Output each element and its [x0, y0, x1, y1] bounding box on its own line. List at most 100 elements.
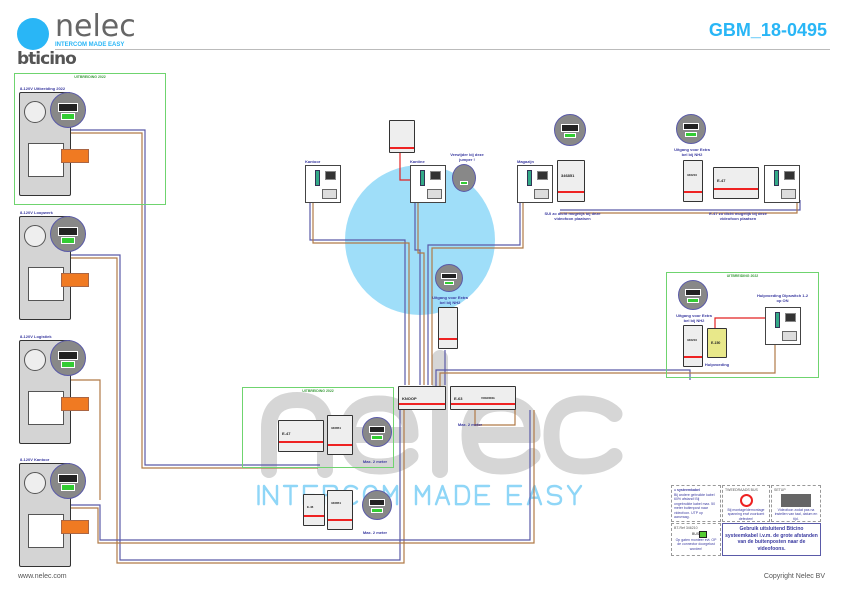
e47-module-label: E-47 — [717, 178, 726, 183]
relay-module — [438, 307, 458, 349]
legend-setup-title: SETUP — [774, 488, 786, 492]
max-distance-note: Max. 2 meter — [362, 459, 388, 464]
legend-bus-label: BUS — [692, 531, 700, 536]
sui-module-label: 346851 — [561, 173, 575, 178]
dip-switch-detail — [50, 340, 86, 376]
legend-bus: TWEEDRAADS BUS Bij montage/demontage span… — [722, 485, 770, 522]
video-monitor — [764, 165, 800, 203]
touch-hand-icon — [781, 493, 811, 507]
camera-icon — [24, 101, 46, 123]
watermark-letter — [543, 395, 623, 475]
aux-power-supply: E-150 — [707, 328, 727, 358]
footer-copyright: Copyright Nelec BV — [763, 573, 825, 580]
relay-connector — [61, 520, 89, 534]
bell-output-detail — [678, 280, 708, 310]
extension-box-aux: UITBREIDING 2022 — [666, 272, 819, 378]
brand-name: nelec — [55, 9, 136, 44]
watermark-letter — [461, 395, 541, 475]
max-distance-note: Max. 2 meter — [457, 422, 483, 427]
watermark-letter — [282, 484, 299, 506]
legend-bus-title: TWEEDRAADS BUS — [725, 488, 758, 492]
door-panel-label: 8-120V Kantoor — [20, 457, 50, 462]
door-panel-label: 8-120V Loopwerk — [20, 210, 53, 215]
monitor-label: Kantoor — [305, 159, 321, 164]
dip-switch-detail — [50, 216, 86, 252]
relay-connector — [61, 149, 89, 163]
bell-note: Uitgang voor Extra bel bij NH2 — [674, 147, 710, 157]
bus-wire — [62, 129, 320, 466]
relay-connector — [61, 273, 89, 287]
max-distance-note: Max. 2 meter — [362, 530, 388, 535]
bell-note: Uitgang voor Extra bel bij NH2 — [432, 295, 468, 305]
bus-wire — [62, 379, 101, 500]
relay-module-label: 346210 — [687, 338, 698, 342]
bticino-logo: bticino — [17, 49, 77, 69]
door-panel-label: 8-120V Logistiek — [20, 334, 52, 339]
bus-wire — [560, 200, 801, 211]
knoop-module: KNOOP — [398, 386, 446, 410]
bus-wire — [62, 410, 531, 541]
extension-box-central: UITBREIDING 2022 — [242, 387, 394, 468]
sui-module-label: 346851 — [331, 426, 342, 430]
monitor-label: Magazijn — [517, 159, 534, 164]
sui-module: 346851 — [557, 160, 585, 202]
relay-connector — [61, 397, 89, 411]
bus-wire — [62, 410, 535, 544]
sui-module-label: 346851 — [331, 501, 342, 505]
watermark-letter — [414, 484, 431, 506]
e47-module: E-47 — [713, 167, 759, 199]
extension-box-title: UITBREIDING 2022 — [74, 75, 106, 79]
extension-box-door: UITBREIDING 2022 — [14, 73, 166, 205]
e47-module-label: E-47 — [282, 431, 291, 436]
nelec-logo-icon — [17, 18, 49, 50]
power-supply-module — [389, 120, 415, 153]
bus-wire — [427, 200, 521, 385]
extension-box-title: UITBREIDING 2022 — [302, 389, 334, 393]
monitor-label: Kantine — [410, 159, 425, 164]
e150-module-label: E-150 — [711, 341, 721, 345]
bus-connector-icon — [699, 530, 708, 538]
bus-wire — [474, 410, 516, 426]
sui-detail — [362, 490, 392, 520]
legend-setup: SETUP Videofoon zodat pas na instellen va… — [771, 485, 821, 522]
legend-setup-text: Videofoon zodat pas na instellen van taa… — [774, 507, 818, 521]
no-tools-icon — [739, 493, 753, 507]
e46-module-label: E-46 — [307, 505, 314, 509]
knoop-module-label: KNOOP — [402, 396, 417, 401]
power-wire — [714, 317, 780, 330]
e47-note: E-47 zo dicht mogelijk bij deze videofoo… — [709, 211, 767, 221]
sui-note: SUI zo dicht mogelijk bij deze videofoon… — [544, 211, 601, 221]
bell-output-detail — [676, 114, 706, 144]
watermark-letter — [546, 484, 563, 506]
video-monitor — [305, 165, 341, 203]
bus-wire — [312, 200, 410, 385]
panel-frame — [28, 267, 64, 301]
e47-module: E-47 — [278, 420, 324, 452]
camera-icon — [24, 472, 46, 494]
sui-detail — [554, 114, 586, 146]
dip-switch-detail — [50, 92, 86, 128]
legend-mount-text: Op gaten monteer evt. OP de connector do… — [675, 537, 717, 551]
relay-module-label: 346210 — [687, 173, 698, 177]
header-rule — [55, 49, 830, 50]
video-monitor — [517, 165, 553, 203]
legend-bus-text: Bij montage/demontage spanning eraf voor… — [727, 507, 765, 521]
footer-website[interactable]: www.nelec.com — [18, 573, 67, 580]
bus-wire — [431, 200, 524, 385]
e63-module-label: E-63 — [454, 396, 463, 401]
watermark-letter — [434, 484, 451, 506]
extension-box-title: UITBREIDING 2022 — [726, 274, 759, 278]
bus-wire — [62, 254, 401, 561]
brand-tagline: INTERCOM MADE EASY — [55, 42, 125, 48]
door-panel-label: 8-120V Uitbreiding 2022 — [20, 86, 66, 91]
camera-icon — [24, 225, 46, 247]
bus-wire — [62, 257, 405, 564]
legend-cable-title: = systeemkabel — [674, 488, 700, 492]
panel-frame — [28, 391, 64, 425]
watermark-letter — [454, 484, 471, 506]
watermark-letter — [506, 484, 523, 506]
